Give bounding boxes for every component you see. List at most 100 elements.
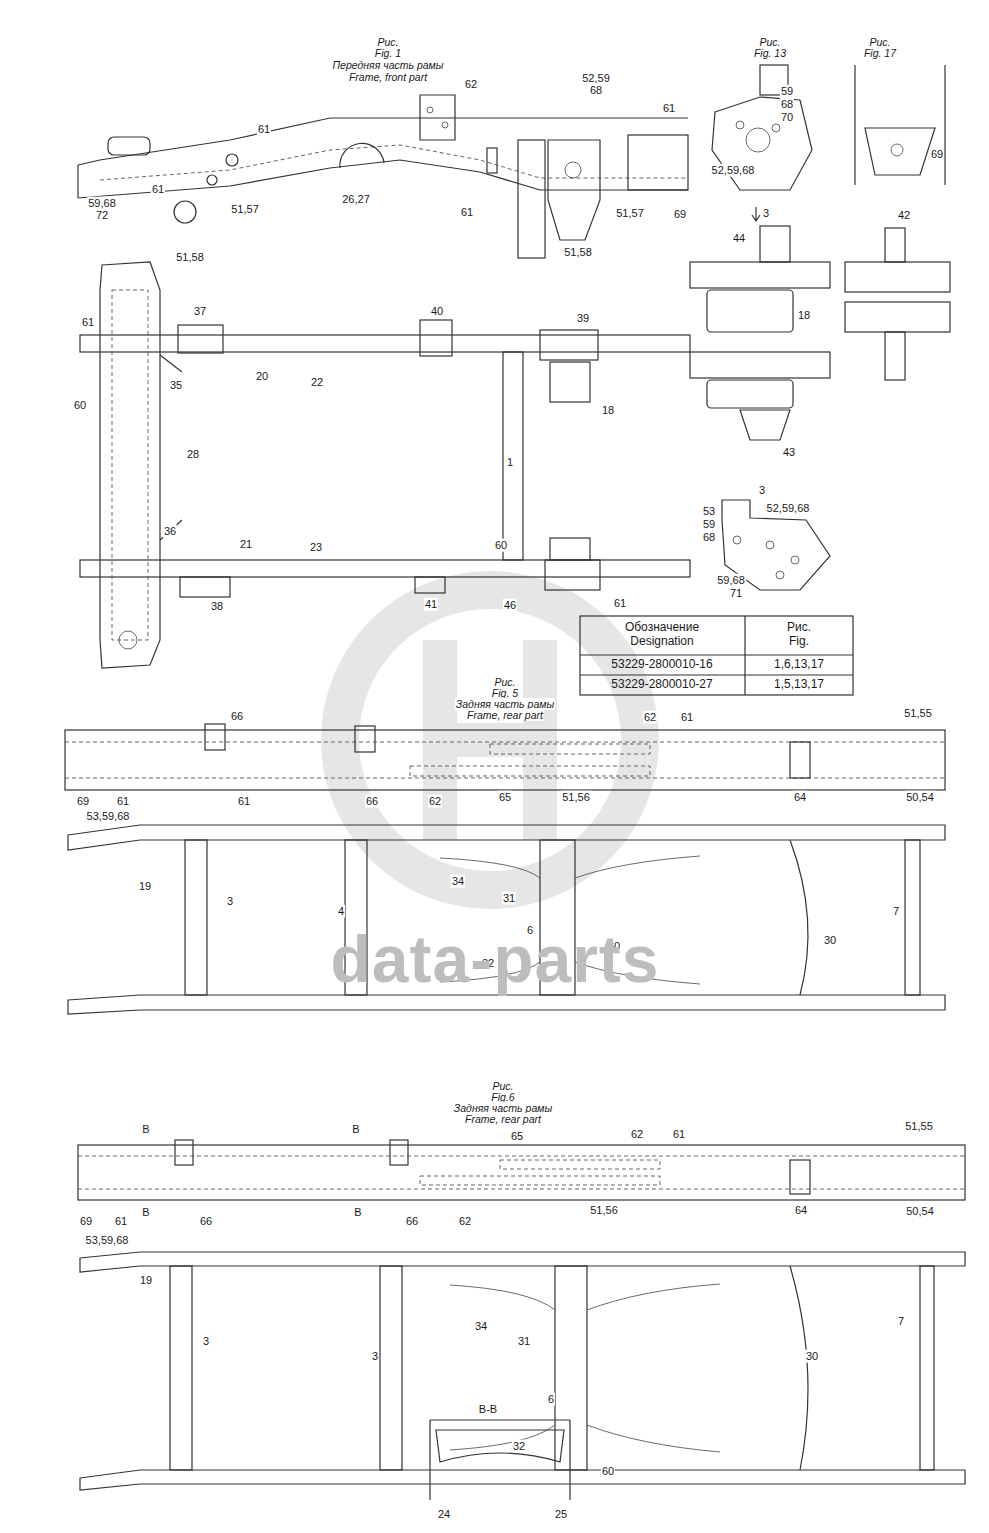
callout-number: 69 — [79, 1215, 93, 1228]
callout-number: 61 — [81, 316, 95, 329]
fig13-details-part — [766, 541, 774, 549]
table-cell: 1,5,13,17 — [773, 678, 825, 692]
callout-number: 64 — [793, 791, 807, 804]
callout-number: 51,58 — [563, 246, 593, 259]
front-frame-top-view-part — [420, 320, 452, 356]
callout-number: 19 — [139, 1274, 153, 1287]
callout-number: 25 — [554, 1508, 568, 1521]
figure-heading: Frame, rear part — [466, 709, 544, 721]
table-cell: 1,6,13,17 — [773, 658, 825, 672]
callout-number: 32 — [512, 1440, 526, 1453]
rear-frame-fig6-part — [555, 1266, 587, 1470]
rear-frame-fig5-part — [790, 840, 808, 995]
fig13-details — [690, 65, 830, 590]
fig17-details-part — [845, 262, 950, 292]
front-frame-side-view-part — [565, 162, 581, 178]
callout-number: B-B — [478, 1403, 498, 1416]
callout-number: 68 — [702, 531, 716, 544]
rear-frame-fig6-part — [80, 1252, 965, 1272]
callout-number: B — [141, 1206, 150, 1219]
rear-frame-fig5-part — [65, 730, 945, 790]
callout-number: 30 — [805, 1350, 819, 1363]
callout-number: 69 — [673, 208, 687, 221]
rear-frame-fig6 — [78, 1140, 965, 1500]
table-cell: Обозначение Designation — [611, 621, 713, 649]
callout-number: 51,57 — [230, 203, 260, 216]
watermark-logo-part — [340, 590, 640, 890]
callout-number: 66 — [199, 1215, 213, 1228]
fig17-details-part — [855, 65, 945, 185]
callout-number: 26,27 — [341, 193, 371, 206]
rear-frame-fig6-part — [436, 1430, 564, 1462]
rear-frame-fig5-part — [68, 995, 945, 1014]
callout-number: 70 — [780, 111, 794, 124]
callout-number: 4 — [337, 905, 345, 918]
callout-number: 24 — [437, 1508, 451, 1521]
front-frame-side-view-part — [442, 122, 448, 128]
designation-table-part — [580, 616, 853, 695]
rear-frame-fig5-part — [68, 825, 945, 850]
callout-number: 71 — [729, 587, 743, 600]
callout-number: 66 — [405, 1215, 419, 1228]
front-frame-top-view-part — [119, 631, 137, 649]
callout-number: 51,58 — [175, 251, 205, 264]
callout-number: 61 — [151, 183, 165, 196]
rear-frame-fig5-part — [355, 726, 375, 752]
rear-frame-fig6-part — [790, 1160, 810, 1194]
fig13-details-part — [772, 124, 780, 132]
callout-number: 61 — [672, 1128, 686, 1141]
callout-number: 3 — [371, 1350, 379, 1363]
fig17-details — [845, 65, 950, 380]
rear-frame-fig6-part — [78, 1145, 965, 1200]
callout-number: 51,57 — [615, 207, 645, 220]
callout-number: 31 — [517, 1335, 531, 1348]
callout-number: 65 — [510, 1130, 524, 1143]
callout-number: 23 — [309, 541, 323, 554]
rear-frame-fig6-part — [170, 1266, 192, 1470]
callout-number: 3 — [758, 484, 766, 497]
callout-number: 72 — [95, 209, 109, 222]
callout-number: 53 — [702, 505, 716, 518]
rear-frame-fig6-part — [920, 1266, 934, 1470]
front-frame-top-view-part — [550, 362, 590, 402]
callout-number: 69 — [76, 795, 90, 808]
callout-number: 64 — [794, 1204, 808, 1217]
rear-frame-fig6-part — [80, 1470, 965, 1490]
rear-frame-fig5-part — [205, 724, 225, 750]
front-frame-side-view-part — [77, 165, 78, 198]
callout-number: 52,59,68 — [711, 164, 756, 177]
callout-number: 62 — [630, 1128, 644, 1141]
callout-number: B — [351, 1123, 360, 1136]
callout-number: 36 — [163, 525, 177, 538]
front-frame-top-view-part — [180, 577, 230, 597]
callout-number: 46 — [503, 599, 517, 612]
figure-heading: Передняя часть рамы — [331, 59, 444, 71]
front-frame-side-view-part — [340, 143, 384, 168]
fig17-details-part — [885, 228, 905, 262]
fig13-details-part — [707, 380, 793, 408]
callout-number: 65 — [498, 791, 512, 804]
designation-table-part — [580, 616, 853, 695]
callout-number: 51,55 — [904, 1120, 934, 1133]
front-frame-side-view-part — [427, 107, 433, 113]
fig13-details-part — [707, 290, 793, 332]
front-frame-side-view-part — [487, 148, 497, 173]
callout-number: B — [353, 1206, 362, 1219]
front-frame-top-view-part — [100, 262, 160, 668]
callout-number: B — [141, 1123, 150, 1136]
figure-heading: Fig. 13 — [753, 47, 787, 59]
callout-number: 34 — [474, 1320, 488, 1333]
callout-number: 61 — [613, 597, 627, 610]
callout-number: 19 — [138, 880, 152, 893]
fig13-details-part — [760, 226, 790, 262]
fig13-details-part — [690, 262, 830, 288]
callout-number: 38 — [210, 600, 224, 613]
fig17-details-part — [845, 302, 950, 332]
rear-frame-fig6-part — [78, 1156, 965, 1189]
front-frame-top-view — [80, 262, 690, 668]
front-frame-side-view-part — [628, 135, 688, 190]
callout-number: 62 — [428, 795, 442, 808]
designation-table — [580, 616, 853, 695]
rear-frame-fig5 — [65, 724, 945, 1014]
